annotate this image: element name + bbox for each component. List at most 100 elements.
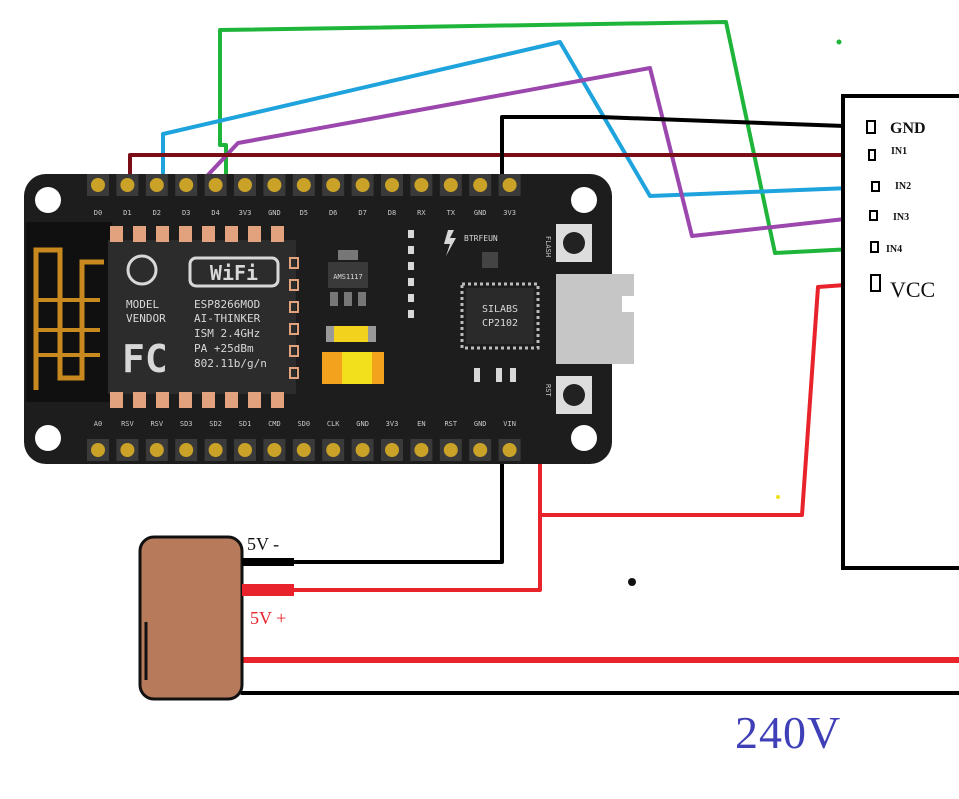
pin-label: D2 [153,209,161,217]
stray-dot [776,495,780,499]
wire-purple-in3 [190,66,874,238]
pin-label: D8 [388,209,396,217]
relay-pin-in3 [869,210,878,221]
pin-label: VIN [503,420,516,428]
module-chip-text: ESP8266MOD [194,298,260,311]
relay-module: GND IN1 IN2 IN3 IN4 VCC [841,94,959,570]
pin-label: D6 [329,209,337,217]
pin-label: A0 [94,420,102,428]
header-pin [473,443,488,457]
header-pin [443,443,458,457]
mount-hole [35,425,61,451]
supply-pos-terminal [242,584,294,596]
module-ism-text: ISM 2.4GHz [194,327,260,340]
stray-dot [836,39,842,45]
mains-voltage-label: 240V [735,707,841,758]
pin-label: SD0 [297,420,310,428]
module-wifi-std-text: 802.11b/g/n [194,357,267,370]
usb-chip-brand: SILABS [482,304,518,315]
header-pin [385,443,399,457]
smd-components [408,230,516,382]
antenna-brand-text: BTRFEUN [464,234,498,243]
header-pin [473,178,488,192]
pin-label: SD3 [180,420,193,428]
rst-button [556,376,592,414]
pin-label: D0 [94,209,102,217]
usb-uart-chip: SILABS CP2102 [460,282,540,350]
header-pin [267,178,282,192]
usb-chip-model: CP2102 [482,318,518,329]
module-pads-top [110,226,284,242]
module-text: MODEL VENDOR ESP8266MOD AI-THINKER ISM 2… [126,298,267,370]
relay-board-outline [841,94,959,570]
header-pin [238,178,252,192]
pin-label: RSV [121,420,134,428]
micro-usb-connector [556,274,634,364]
module-vendor-text: VENDOR [126,312,166,325]
pin-label: TX [447,209,456,217]
relay-label-in1: IN1 [891,146,907,157]
header-pin [326,178,341,192]
header-pin [120,443,135,457]
flash-button [556,224,592,262]
wire-red-5v-plus [243,458,542,592]
pin-label: GND [474,209,487,217]
pin-label: D7 [358,209,366,217]
relay-pin-in2 [871,181,880,192]
pin-label: EN [417,420,425,428]
mount-hole [571,187,597,213]
supply-pos-label: 5V + [250,608,286,628]
relay-pin-vcc [870,274,881,292]
header-pin [502,443,517,457]
relay-pin-in4 [870,241,879,253]
pin-label: CMD [268,420,281,428]
pin-label: D4 [211,209,219,217]
header-pin [238,443,252,457]
header-pin [149,443,164,457]
header-pin [91,178,105,192]
header-pin [208,443,223,457]
module-model-text: MODEL [126,298,159,311]
supply-neg-label: 5V - [247,534,279,554]
flash-label: FLASH [544,236,552,257]
header-pin [414,443,429,457]
wifi-logo: WiFi [126,254,280,288]
pin-label: 3V3 [386,420,399,428]
lightning-icon [444,230,456,256]
relay-label-in2: IN2 [895,181,911,192]
relay-label-in4: IN4 [886,244,902,255]
header-pin [179,178,194,192]
pin-label: SD2 [209,420,222,428]
pin-label: CLK [327,420,340,428]
header-pin [149,178,164,192]
header-pin [91,443,105,457]
pin-label: RSV [150,420,163,428]
pin-label: D3 [182,209,190,217]
pin-label: GND [474,420,487,428]
module-pa-text: PA +25dBm [194,342,254,355]
header-pin [267,443,282,457]
mount-hole [35,187,61,213]
pin-label: D1 [123,209,131,217]
header-pin [385,178,399,192]
wire-blue-in2 [161,40,877,198]
header-pin [355,178,370,192]
header-pin [502,178,517,192]
stray-dot [628,578,636,586]
module-pads-bottom [110,392,284,408]
wire-black-5v-minus [243,438,504,564]
header-pin [208,178,223,192]
pin-label: SD1 [239,420,252,428]
header-pin [179,443,194,457]
fcc-logo: FC [122,337,168,381]
pin-label: 3V3 [239,209,252,217]
relay-pin-gnd [866,120,876,134]
supply-neg-terminal [242,558,294,566]
module-maker-text: AI-THINKER [194,312,261,325]
pin-label: GND [356,420,369,428]
wire-black-gnd [500,115,874,185]
regulator-text: AMS1117 [333,273,363,281]
